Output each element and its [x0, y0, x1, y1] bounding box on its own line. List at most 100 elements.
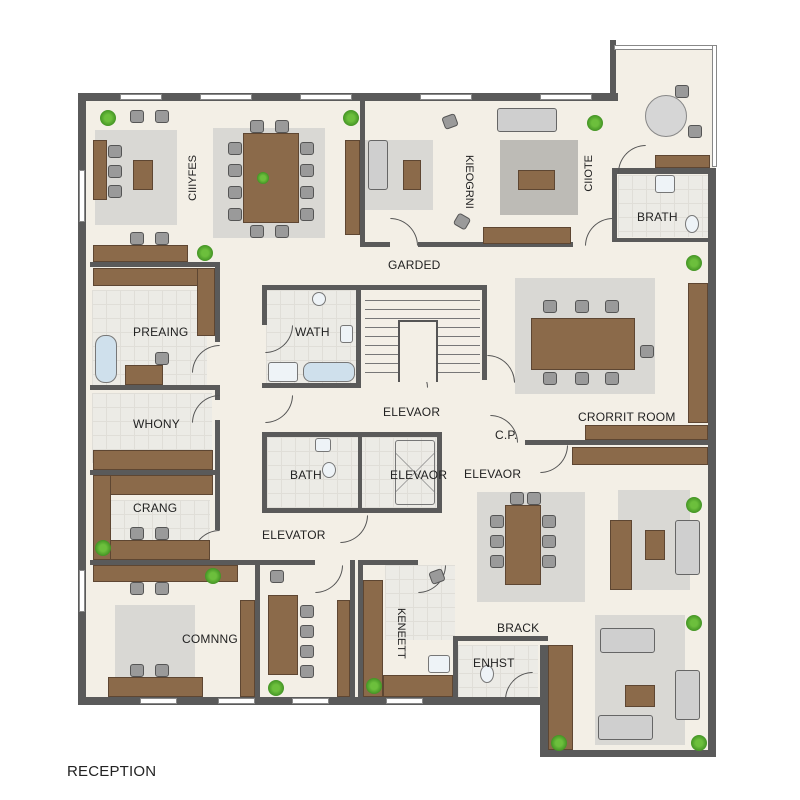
- wall: [453, 636, 458, 700]
- wall: [90, 470, 220, 475]
- side-table: [645, 530, 665, 560]
- sofa: [598, 715, 653, 740]
- chair: [542, 555, 556, 568]
- chair: [228, 208, 242, 221]
- wall: [262, 432, 442, 437]
- kitchen-counter: [110, 540, 210, 560]
- wall: [358, 432, 362, 512]
- wall: [262, 285, 487, 290]
- sofa: [675, 520, 700, 575]
- window: [420, 94, 472, 100]
- chair: [130, 664, 144, 677]
- room-label: KENEETT: [395, 608, 407, 659]
- chair: [300, 625, 314, 638]
- chair: [270, 570, 284, 583]
- room-label: KIEOGRNI: [463, 155, 475, 209]
- wall: [360, 95, 365, 245]
- chair: [275, 225, 289, 238]
- window: [79, 570, 85, 612]
- counter: [93, 268, 198, 286]
- chair: [300, 645, 314, 658]
- room-label: ELEVAOR: [390, 468, 448, 482]
- wall: [356, 285, 361, 388]
- chair: [575, 300, 589, 313]
- room-label: C.P.: [495, 428, 518, 442]
- chair: [527, 492, 541, 505]
- wall: [215, 385, 220, 400]
- window: [386, 698, 423, 704]
- plant-icon: [686, 497, 702, 513]
- shower: [268, 362, 298, 382]
- kitchen-counter: [93, 475, 213, 495]
- wall: [262, 432, 267, 512]
- chair: [155, 527, 169, 540]
- plant-icon: [205, 568, 221, 584]
- sink: [315, 438, 331, 452]
- window: [140, 698, 177, 704]
- chair: [542, 535, 556, 548]
- chair: [300, 186, 314, 199]
- sofa: [368, 140, 388, 190]
- room-enhst-floor: [458, 645, 538, 697]
- window: [712, 45, 717, 167]
- sofa: [497, 108, 557, 132]
- toilet: [322, 462, 336, 478]
- counter: [363, 580, 383, 697]
- wall: [90, 560, 260, 565]
- room-label: CRORRIT ROOM: [578, 410, 676, 424]
- wall: [612, 170, 617, 240]
- chair: [130, 232, 144, 245]
- wall: [610, 40, 616, 100]
- wall: [262, 508, 442, 513]
- chair: [543, 300, 557, 313]
- plant-icon: [268, 680, 284, 696]
- chair: [155, 664, 169, 677]
- wall: [255, 560, 315, 565]
- wall: [540, 645, 548, 757]
- desk: [610, 520, 632, 590]
- plant-icon: [691, 735, 707, 751]
- plant-icon: [100, 110, 116, 126]
- plant-icon: [343, 110, 359, 126]
- chair: [675, 85, 689, 98]
- coffee-table: [625, 685, 655, 707]
- window: [300, 94, 352, 100]
- meeting-table: [531, 318, 635, 370]
- chair: [640, 345, 654, 358]
- shelf: [93, 450, 213, 470]
- conference-table: [243, 133, 299, 223]
- chair: [250, 120, 264, 133]
- meeting-table: [505, 505, 541, 585]
- coffee-table: [518, 170, 555, 190]
- room-label: WHONY: [133, 417, 180, 431]
- chair: [510, 492, 524, 505]
- wall: [540, 750, 715, 757]
- caption: RECEPTION: [67, 763, 157, 780]
- room-label: GARDED: [388, 258, 441, 272]
- counter: [383, 675, 453, 697]
- plant-icon: [366, 678, 382, 694]
- wall: [453, 636, 548, 641]
- window: [200, 94, 252, 100]
- chair: [688, 125, 702, 138]
- chair: [300, 142, 314, 155]
- wall: [262, 285, 267, 325]
- coffee-table: [133, 160, 153, 190]
- window: [120, 94, 162, 100]
- plant-icon: [686, 615, 702, 631]
- wall: [90, 262, 220, 267]
- window: [218, 698, 255, 704]
- plant-icon: [197, 245, 213, 261]
- kitchen-counter: [93, 475, 111, 560]
- room-label: WATH: [295, 325, 330, 339]
- wall: [358, 560, 363, 700]
- chair: [490, 555, 504, 568]
- chair: [575, 372, 589, 385]
- chair: [130, 110, 144, 123]
- desk: [268, 595, 298, 675]
- wall: [350, 560, 355, 700]
- chair: [300, 208, 314, 221]
- cabinet: [548, 645, 573, 750]
- room-label: BRACK: [497, 621, 540, 635]
